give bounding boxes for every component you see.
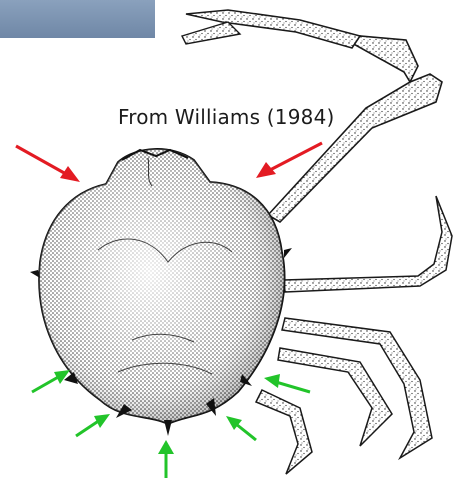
- green-arrow-lower-right-1: [226, 416, 256, 440]
- walking-legs: [256, 196, 452, 474]
- carapace: [30, 149, 292, 436]
- green-arrow-lower-left-1: [32, 370, 70, 392]
- red-arrow-left: [16, 146, 80, 182]
- green-arrow-lower-left-2: [76, 414, 110, 436]
- green-arrow-right: [264, 374, 310, 392]
- green-arrow-bottom: [158, 440, 174, 478]
